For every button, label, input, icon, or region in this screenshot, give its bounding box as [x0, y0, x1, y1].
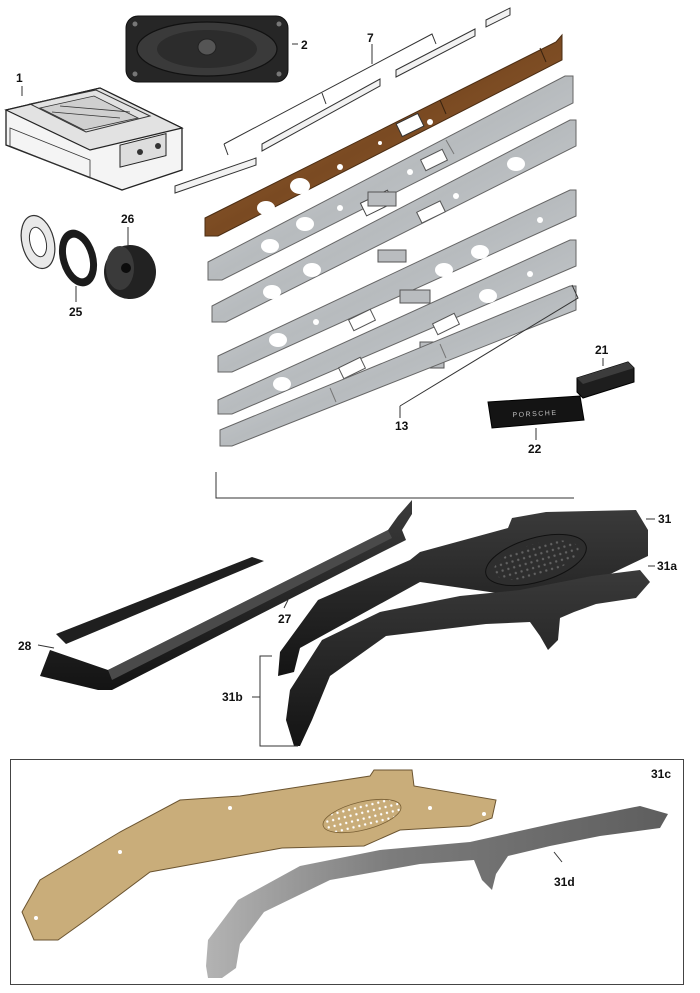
callout-22: 22	[528, 442, 542, 456]
upper-dash-pad-part	[278, 510, 648, 676]
felt-liner-part	[21, 769, 497, 941]
foam-pad-part	[206, 806, 668, 978]
trim-strips-part	[174, 7, 511, 194]
callout-7: 7	[367, 31, 374, 45]
callout-7-bracket	[223, 33, 437, 156]
aluminum-panel-3	[217, 189, 577, 373]
badge-text: PORSCHE	[512, 410, 557, 419]
knob-part	[576, 361, 635, 399]
callout-31c: 31c	[651, 767, 672, 781]
seal-strip-part	[56, 557, 264, 644]
leader-lines	[21, 43, 655, 863]
aluminum-dash-panels	[207, 75, 577, 447]
oval-speaker-part	[125, 15, 289, 83]
aluminum-panel-5	[219, 285, 577, 447]
lower-dash-trim-part	[40, 500, 412, 690]
callout-2: 2	[301, 38, 308, 52]
lower-dash-pad-part	[286, 570, 650, 746]
rubber-ring-part	[58, 229, 98, 287]
radio-unit-part	[4, 87, 184, 191]
porsche-badge-part: PORSCHE	[487, 395, 585, 429]
callout-31b: 31b	[222, 690, 243, 704]
grommet-part	[104, 245, 156, 299]
callout-13-bracket	[215, 284, 579, 499]
inset-frame	[10, 759, 684, 985]
inset-parts	[21, 769, 668, 978]
callout-31d: 31d	[554, 875, 575, 889]
callout-31: 31	[658, 512, 672, 526]
aluminum-panel-1	[207, 75, 574, 281]
callout-28: 28	[18, 639, 32, 653]
callout-21: 21	[595, 343, 609, 357]
callout-13: 13	[395, 419, 409, 433]
aluminum-panel-2	[211, 119, 577, 323]
callout-25: 25	[69, 305, 83, 319]
ring-gasket-part	[20, 214, 56, 270]
wood-dash-panel	[204, 33, 563, 237]
callout-31b-bracket	[252, 655, 298, 747]
callout-31a: 31a	[657, 559, 678, 573]
callout-27: 27	[278, 612, 292, 626]
callout-1: 1	[16, 71, 23, 85]
callout-26: 26	[121, 212, 135, 226]
